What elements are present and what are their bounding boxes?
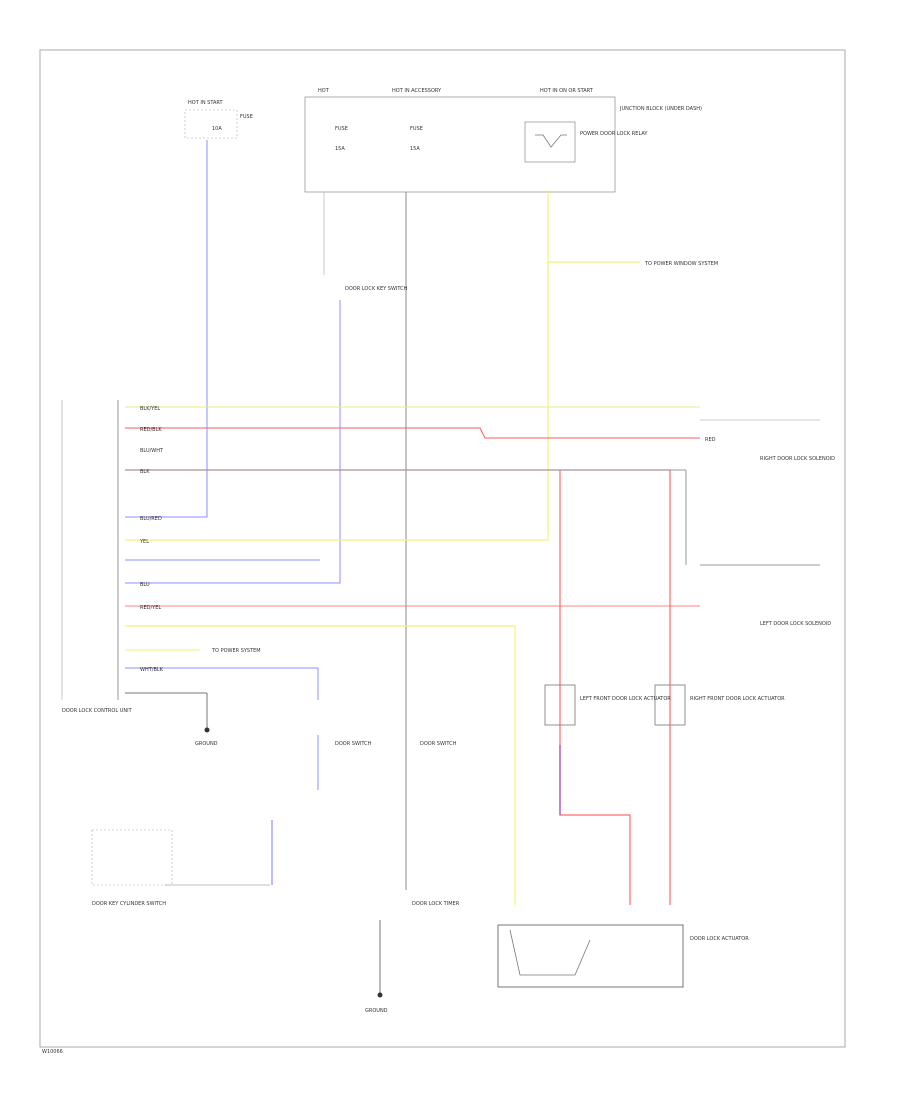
label-left-front-door: LEFT FRONT DOOR LOCK ACTUATOR bbox=[580, 696, 671, 702]
label-relay: POWER DOOR LOCK RELAY bbox=[580, 131, 648, 137]
key-cylinder-box bbox=[91, 829, 173, 886]
wire-red-right-lock bbox=[125, 469, 671, 905]
label-door-switch-right: DOOR SWITCH bbox=[420, 741, 457, 747]
wire-label-blu-red: BLU/RED bbox=[140, 516, 162, 522]
label-fuse-a-num: 15A bbox=[335, 146, 345, 152]
label-hot-a: HOT bbox=[318, 88, 330, 94]
wire-label-red-blk: RED/BLK bbox=[140, 427, 162, 433]
label-hot-c: HOT IN ON OR START bbox=[540, 88, 594, 94]
label-fuse-left-num: 10A bbox=[212, 126, 222, 132]
wire-blue-switch bbox=[125, 300, 341, 584]
label-door-lock-switch: DOOR LOCK KEY SWITCH bbox=[345, 286, 408, 292]
label-door-lock-timer: DOOR LOCK TIMER bbox=[412, 901, 460, 907]
wire-blue-top bbox=[125, 140, 208, 518]
label-to-power-system: TO POWER SYSTEM bbox=[211, 648, 261, 654]
wire-label-yel: YEL bbox=[139, 539, 149, 545]
wire-label-blk: BLK bbox=[140, 469, 150, 475]
relay-box bbox=[524, 121, 576, 163]
wire-label-red: RED bbox=[705, 437, 716, 443]
wire-blue-low bbox=[125, 667, 319, 700]
right-solenoid-box bbox=[654, 684, 686, 726]
figure-id: W10066 bbox=[42, 1049, 63, 1055]
fuse-left-box bbox=[184, 109, 238, 139]
door-lock-actuator-box bbox=[497, 924, 684, 988]
label-key-cylinder: DOOR KEY CYLINDER SWITCH bbox=[92, 901, 166, 907]
label-right-front-door: RIGHT FRONT DOOR LOCK ACTUATOR bbox=[690, 696, 785, 702]
label-hot-b: HOT IN ACCESSORY bbox=[392, 88, 442, 94]
wire-red-left-lock bbox=[559, 470, 631, 905]
label-fuse-left: FUSE bbox=[240, 114, 253, 120]
ground-a-dot bbox=[204, 727, 210, 733]
wire-label-wht-blk: WHT/BLK bbox=[140, 667, 164, 673]
left-solenoid-box bbox=[544, 684, 576, 726]
label-fuse-b-num: 15A bbox=[410, 146, 420, 152]
label-right-door-lock: RIGHT DOOR LOCK SOLENOID bbox=[760, 456, 835, 462]
wire-yellow-down bbox=[125, 625, 516, 905]
wire-label-blu: BLU bbox=[140, 582, 150, 588]
label-ground-a: GROUND bbox=[195, 741, 218, 747]
diagram-frame bbox=[39, 49, 846, 1048]
label-ground-b: GROUND bbox=[365, 1008, 388, 1014]
label-fuse-a: FUSE bbox=[335, 126, 348, 132]
wire-label-blu-wht: BLU/WHT bbox=[140, 448, 164, 454]
wire-red-top bbox=[125, 427, 700, 439]
label-door-lock-actuator: DOOR LOCK ACTUATOR bbox=[690, 936, 749, 942]
wire-label-blk-yel: BLK/YEL bbox=[140, 406, 160, 412]
wire-yellow-relay bbox=[125, 190, 549, 541]
label-fuse-block: JUNCTION BLOCK (UNDER DASH) bbox=[619, 106, 702, 112]
label-left-door-lock: LEFT DOOR LOCK SOLENOID bbox=[760, 621, 831, 627]
label-door-switch-left: DOOR SWITCH bbox=[335, 741, 372, 747]
wire-label-red-yel: RED/YEL bbox=[140, 605, 161, 611]
label-fuse-b: FUSE bbox=[410, 126, 423, 132]
actuator-switch bbox=[509, 929, 591, 976]
label-hot-top-left: HOT IN START bbox=[188, 100, 224, 106]
label-power-windows: TO POWER WINDOW SYSTEM bbox=[644, 261, 718, 267]
junction-block bbox=[304, 96, 616, 193]
label-control-unit: DOOR LOCK CONTROL UNIT bbox=[62, 708, 133, 714]
ground-b-dot bbox=[377, 992, 383, 998]
relay-coil bbox=[535, 134, 567, 148]
